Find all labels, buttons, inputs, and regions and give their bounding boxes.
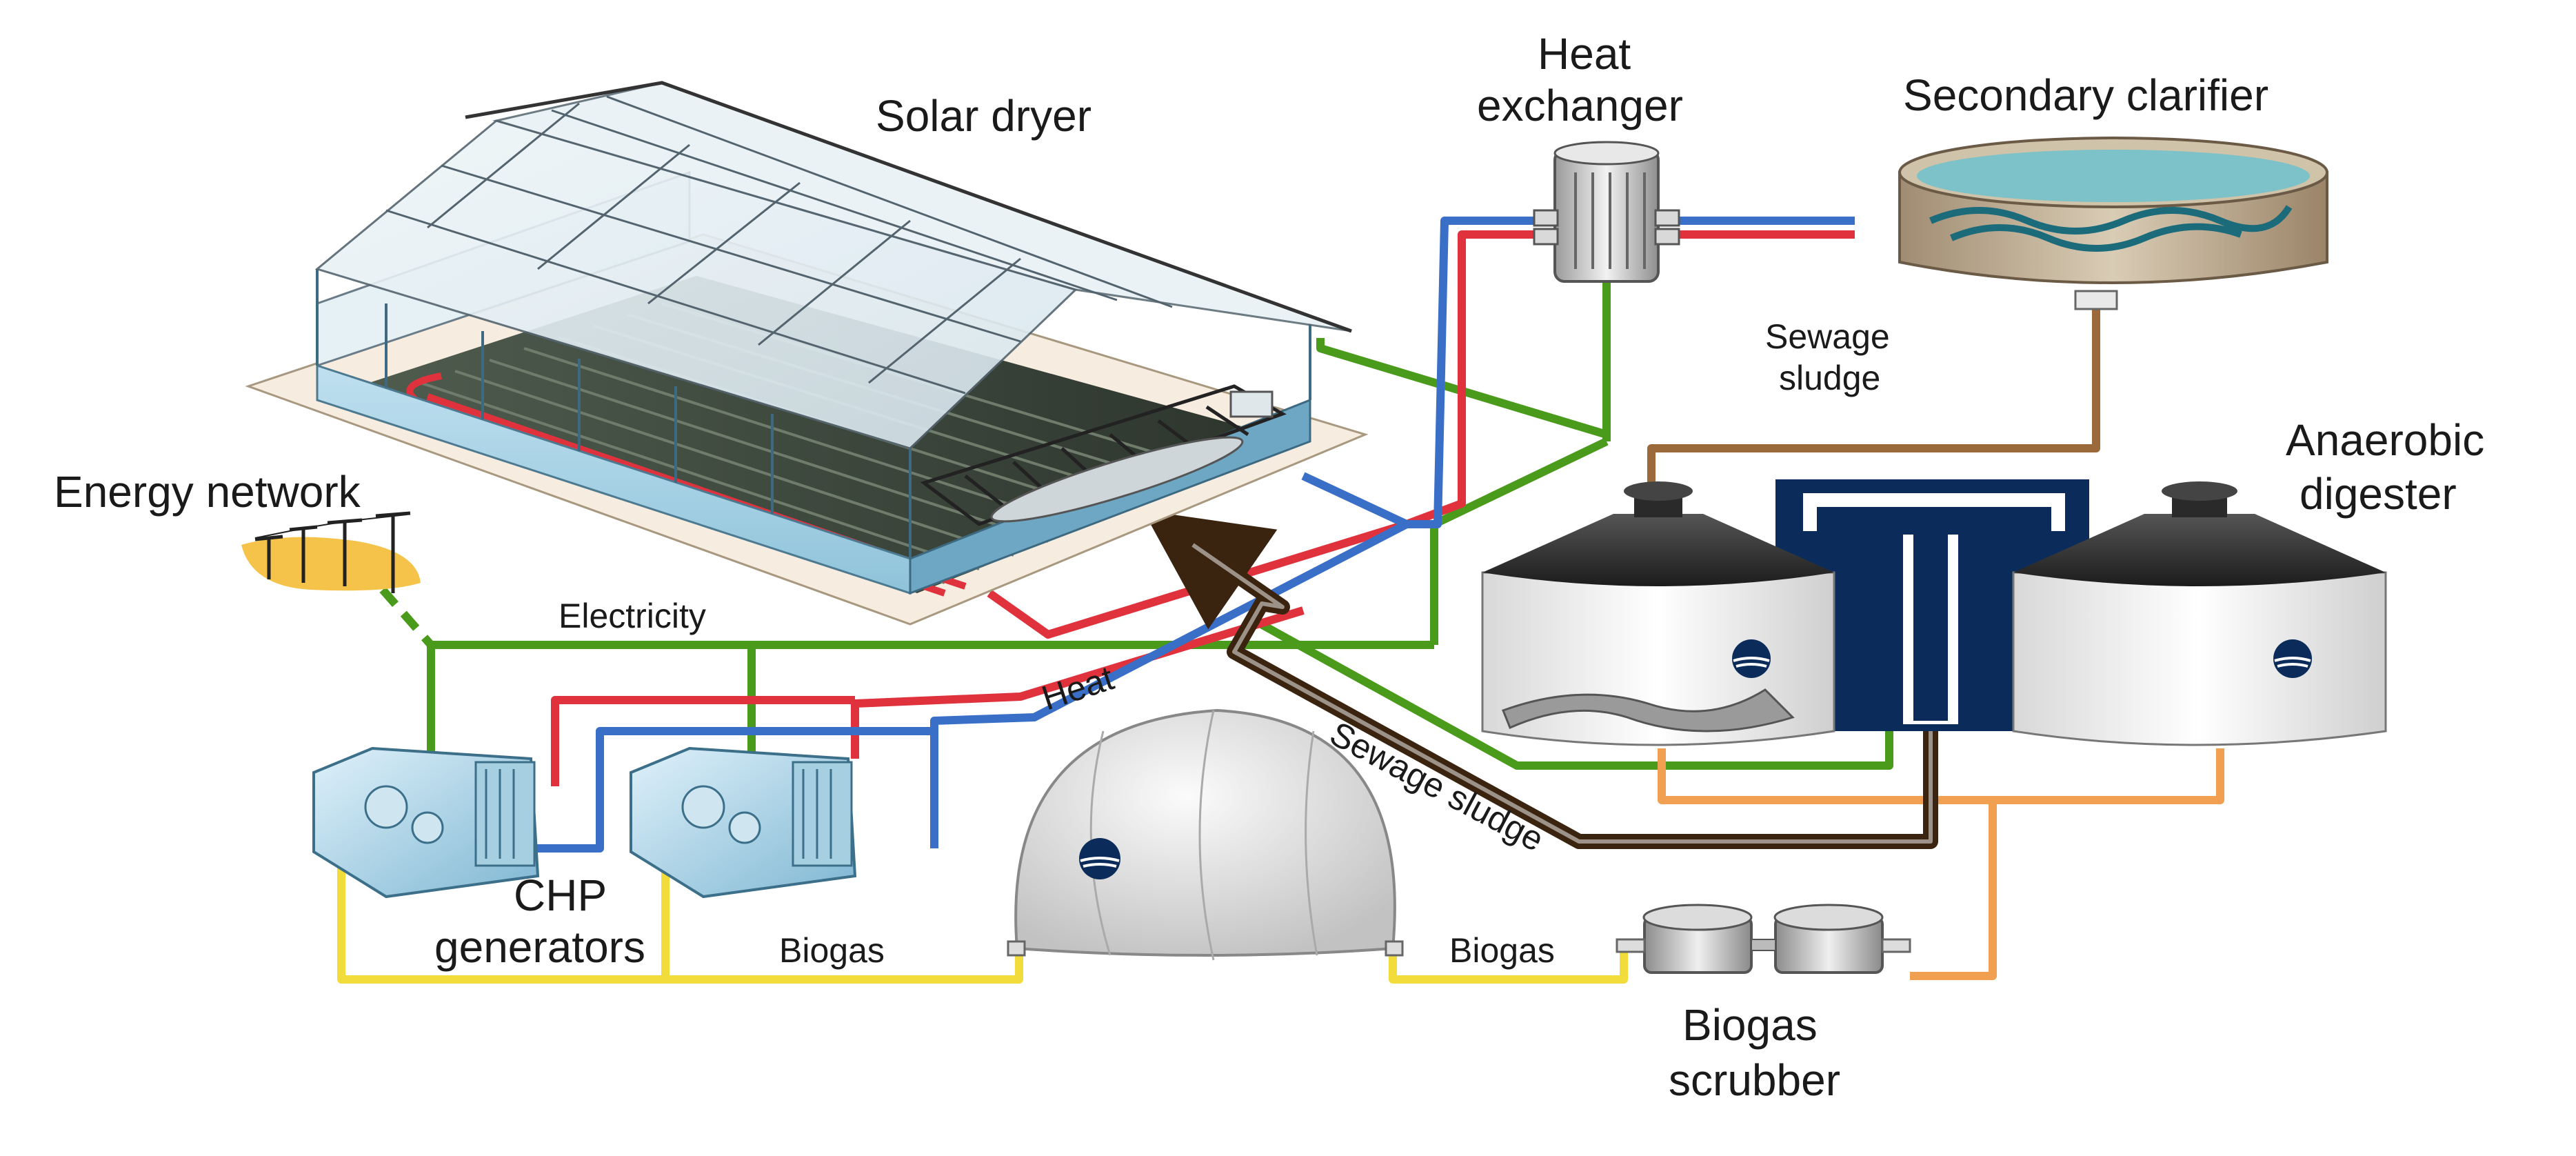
- digestate-tank1: [1658, 748, 2224, 804]
- hx-flanges: [1533, 209, 1680, 246]
- chp-label-1: CHP: [514, 870, 607, 920]
- hx-top: [1553, 141, 1660, 166]
- dryer-turner-drum: [990, 436, 1244, 523]
- sewage-sludge-inner: [1191, 543, 1933, 844]
- digester-tank-left-logo-wave: [1733, 657, 1770, 668]
- dome-port-right: [1385, 940, 1404, 957]
- chp-generator-1: [312, 746, 540, 899]
- dryer-roof-ridge: [465, 81, 1352, 333]
- scrubber-port-right: [1881, 938, 1911, 953]
- pipe-network: [337, 217, 2224, 984]
- digester-tank-left-roof: [1482, 514, 1834, 586]
- electricity-label: Electricity: [559, 597, 706, 635]
- dome-logo-wave: [1080, 857, 1120, 868]
- digester-center-t-inner: [1817, 507, 2051, 721]
- scrubber-tank-1: [1642, 904, 1753, 974]
- heat-hot-chp1: [551, 696, 855, 786]
- scrubber-tank-2: [1773, 904, 1884, 974]
- dome-port-left: [1007, 940, 1026, 957]
- solar-dryer-label: Solar dryer: [876, 91, 1091, 141]
- secondary-clarifier-label: Secondary clarifier: [1903, 70, 2268, 120]
- biogas-chp-bus: [337, 866, 1023, 984]
- chp-label-2: generators: [434, 922, 645, 972]
- biogas-scrubber: Biogas scrubber: [1616, 904, 1911, 1105]
- energy-network-label: Energy network: [54, 467, 361, 517]
- digestate-lines: [1658, 748, 2224, 980]
- chp-generators: CHP generators: [312, 746, 857, 972]
- chp-generator-2: [630, 746, 857, 899]
- anaerobic-label-2: digester: [2300, 469, 2457, 519]
- energy-network: Energy network: [54, 467, 421, 593]
- dryer-control-box: [1229, 390, 1274, 418]
- digester-tank-right-logo-wave: [2274, 657, 2311, 668]
- power-wires: [254, 514, 407, 539]
- electricity-grid-link: [379, 587, 434, 648]
- biogas-lines: [337, 866, 1628, 984]
- biogas-left-label: Biogas: [779, 931, 885, 970]
- dome-shell: [1014, 708, 1396, 957]
- digestate-to-scrubber: [1910, 800, 1997, 980]
- scrubber-label-1: Biogas: [1682, 1000, 1818, 1050]
- digester-tank-left-mixer: [1502, 688, 1795, 733]
- gas-holder-dome: [1007, 708, 1404, 961]
- digester-tank-right-wall: [2012, 571, 2387, 746]
- sewage-sludge-top-label-2: sludge: [1779, 359, 1880, 397]
- hx-fins: [1574, 172, 1646, 269]
- clarifier-water: [1917, 150, 2310, 202]
- dryer-roof-ribs: [385, 95, 1173, 395]
- biogas-right-label: Biogas: [1449, 931, 1555, 970]
- heat-exchanger: Heat exchanger: [1477, 29, 1683, 283]
- energy-network-ground: [241, 537, 421, 591]
- solar-dryer: Solar dryer: [245, 81, 1369, 626]
- anaerobic-label-1: Anaerobic: [2286, 415, 2484, 465]
- biogas-dome-to-scrubber: [1389, 948, 1628, 984]
- heat-label: Heat: [1037, 659, 1118, 718]
- hx-body: [1553, 149, 1660, 283]
- digester-tank-right-roof: [2013, 514, 2386, 586]
- digester-tank-left-cap-top: [1624, 481, 1693, 501]
- clarifier-outlet: [2074, 290, 2118, 310]
- heat-exchanger-label-1: Heat: [1538, 29, 1631, 79]
- heat-cold-dryer-supply: [1301, 217, 1558, 528]
- dryer-frame-posts: [316, 269, 1311, 559]
- scrubber-label-2: scrubber: [1669, 1055, 1840, 1105]
- clarifier-waves: [1929, 205, 2293, 252]
- secondary-clarifier: Secondary clarifier: [1898, 70, 2328, 310]
- anaerobic-digester: Anaerobic digester: [1481, 415, 2484, 746]
- sewage-sludge-top-label-1: Sewage: [1765, 317, 1890, 356]
- scrubber-link: [1751, 939, 1776, 951]
- scrubber-port-left: [1616, 938, 1646, 953]
- heat-exchanger-label-2: exchanger: [1477, 81, 1683, 130]
- digester-tank-right-cap-top: [2162, 481, 2237, 501]
- electricity-to-digester: [1253, 617, 1893, 770]
- heat-cold-chp1: [531, 727, 934, 853]
